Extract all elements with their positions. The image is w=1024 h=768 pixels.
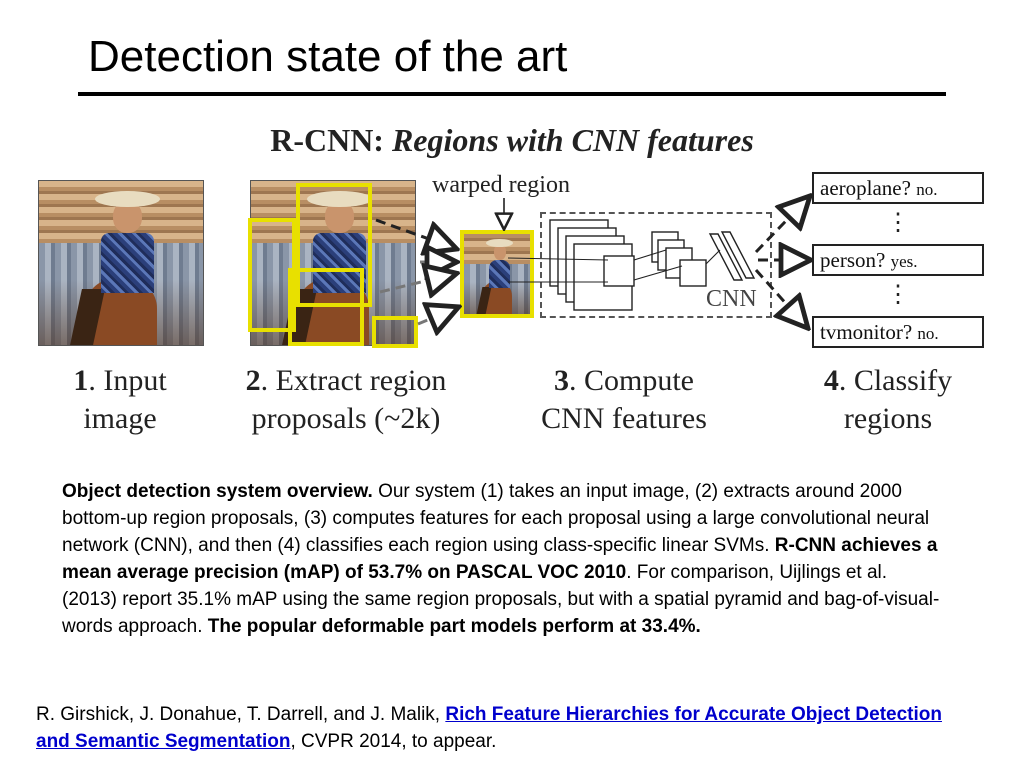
output-label: aeroplane?: [820, 176, 911, 200]
classify-arrow: [754, 198, 808, 254]
paper-link[interactable]: Rich Feature Hierarchies for Accurate Ob…: [36, 704, 942, 752]
ellipsis: ⋮: [886, 282, 910, 308]
cnn-layers: [549, 219, 756, 311]
pipeline-graphics: [375, 110, 994, 460]
caption-highlight: The popular deformable part models perfo…: [207, 616, 701, 637]
figure-title-bold: R-CNN:: [270, 122, 384, 158]
ellipsis: ⋮: [886, 210, 910, 236]
step-3-label: 3. Compute CNN features: [541, 364, 707, 435]
step-4-label: 4. Classify regions: [823, 364, 953, 435]
title-rule: [78, 92, 946, 96]
output-answer: no.: [916, 180, 938, 199]
cnn-projection-lines: [507, 249, 721, 283]
classify-arrow: [754, 269, 806, 326]
citation: R. Girshick, J. Donahue, T. Darrell, and…: [36, 701, 966, 755]
figure-caption: Object detection system overview. Our sy…: [62, 478, 942, 640]
output-aeroplane: aeroplane? no.: [812, 172, 984, 204]
step-1-label: 1. Input image: [73, 364, 167, 435]
cnn-box: [540, 212, 772, 318]
proposals-image: [250, 180, 416, 346]
caption-text: . For comparison, Uijlings et al. (2013)…: [62, 562, 940, 637]
input-image: [38, 180, 204, 346]
output-tvmonitor: tvmonitor? no.: [812, 316, 984, 348]
rcnn-figure: R-CNN: Regions with CNN features warped …: [30, 110, 994, 460]
proposal-box: [248, 218, 296, 332]
output-label: person?: [820, 248, 886, 272]
proposal-arrow: [417, 308, 456, 324]
proposal-box: [372, 316, 418, 348]
citation-venue: , CVPR 2014, to appear.: [290, 731, 497, 752]
output-label: tvmonitor?: [820, 320, 913, 344]
output-answer: yes.: [890, 252, 918, 271]
proposal-box: [296, 183, 372, 307]
proposal-arrow: [375, 218, 454, 248]
caption-text: Our system (1) takes an input image, (2)…: [62, 481, 930, 556]
output-person: person? yes.: [812, 244, 984, 276]
caption-highlight: R-CNN achieves a mean average precision …: [62, 535, 938, 583]
cnn-label: CNN: [706, 286, 757, 312]
proposal-arrow: [379, 274, 454, 292]
warped-region-label: warped region: [432, 172, 570, 198]
step-2-label: 2. Extract region proposals (~2k): [245, 364, 447, 435]
slide-title: Detection state of the art: [88, 32, 568, 81]
warped-region-image: [460, 230, 534, 318]
figure-title: R-CNN: Regions with CNN features: [30, 122, 994, 159]
citation-authors: R. Girshick, J. Donahue, T. Darrell, and…: [36, 704, 446, 725]
proposal-box: [288, 268, 364, 346]
output-answer: no.: [917, 324, 939, 343]
figure-title-italic: Regions with CNN features: [391, 122, 754, 158]
caption-lead: Object detection system overview.: [62, 481, 373, 502]
